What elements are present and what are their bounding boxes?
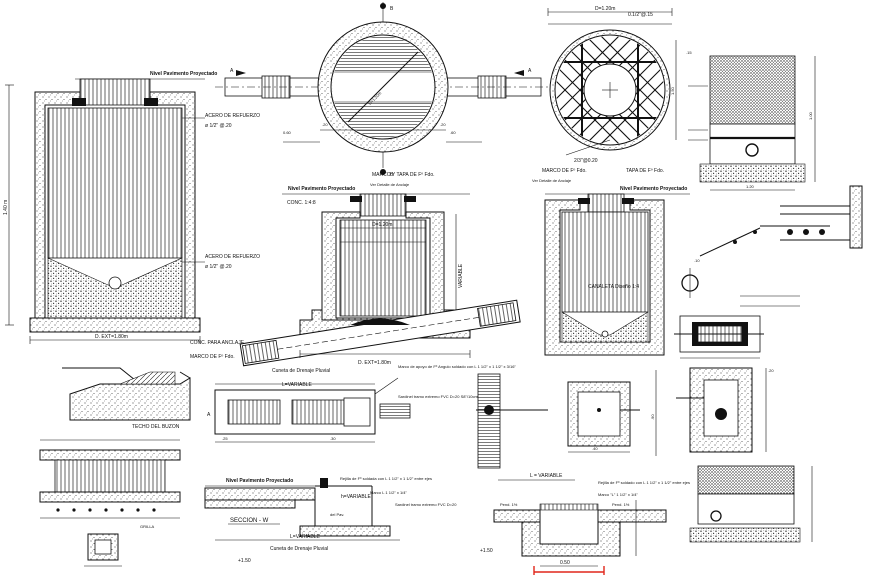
junction-height-dim: .90	[650, 414, 655, 420]
drain-section-w: Nivel Pavimento Proyectado Rejilla de Fº…	[204, 476, 457, 564]
marco-tapa-label: MARCO Y TAPA DE Fº Fdo.	[372, 172, 435, 178]
junction-plan: L = VARIABLE .90 .40	[476, 370, 657, 481]
nivel-label-bottom: Nivel Pavimento Proyectado	[226, 478, 293, 484]
acero-label-bottom: ACERO DE REFUERZO	[205, 254, 260, 260]
dim-60-left: 0.60	[283, 130, 292, 135]
height-left-dim: 1.40 m	[3, 200, 9, 215]
dim-20-left: .20	[322, 122, 328, 127]
dim-20-right: .20	[440, 122, 446, 127]
marco-right-label: MARCO DE Fº Fdo.	[542, 168, 587, 174]
anchor-details-right: .10	[674, 185, 863, 359]
section-mark-b-bottom: B	[390, 172, 394, 178]
marco-right2-label: Marco "L" 1 1/2" x 1/4"	[598, 492, 639, 497]
cuneta-title: Cuneta de Drenaje Pluvial	[272, 368, 330, 374]
conc-label: CONC. 1:4:8	[287, 200, 316, 206]
trench-width-dim: 1.20	[746, 184, 755, 189]
variable-height-dim: VARIABLE	[458, 263, 464, 288]
seccion-label: SECCION - W	[230, 518, 269, 524]
section-mark-a-left: A	[230, 68, 234, 74]
techo-label: TECHO DEL BUZON	[132, 424, 180, 430]
dim-25-plan: .25	[222, 436, 228, 441]
inner-diameter-dim: D=1.20m	[372, 222, 392, 228]
sardinel-label: Sardinel tramo extremo FVC D=20 S8"/10cm	[398, 394, 478, 399]
trench-top-dim: .15	[686, 50, 692, 55]
marco-apoyo-label: Marco de apoyo de Fº Angulo soldado con …	[398, 364, 516, 369]
drain-channel-plan: Cuneta de Drenaje Pluvial L=VARIABLE A .…	[207, 364, 516, 443]
anchor-dim: .10	[694, 258, 700, 263]
dim-bottom-label: 0.50	[560, 560, 570, 566]
trench-detail-upper: 1.00 1.20 .15	[686, 50, 816, 191]
ver-detalle-label: Ver Detalle de Anclaje	[370, 182, 410, 187]
grilla-label: GRILLA	[140, 524, 155, 529]
section-mark-b-top: B	[390, 6, 394, 12]
dim-30-plan: .30	[330, 436, 336, 441]
rejilla-right-label: Rejilla de Fº soldado con L 1 1/2" x 1 1…	[598, 480, 690, 485]
elev-left-label: +1.50	[238, 558, 251, 564]
nivel-label-mid: Nivel Pavimento Proyectado	[288, 186, 355, 192]
plan-rebar-top: 0.1/2"@.15	[628, 12, 653, 18]
grating-elevation: GRILLA	[39, 439, 181, 567]
lower-detail-dim: .20	[768, 368, 774, 373]
pend-right-label: Pend. 1%	[612, 502, 630, 507]
section-mark-a-right: A	[528, 68, 532, 74]
dim-60-right: .60	[450, 130, 456, 135]
l-variable-bottom: L=VARIABLE	[290, 534, 320, 540]
l-variable-right: L = VARIABLE	[530, 473, 563, 479]
ver-detalle-right: Ver Detalle de Anclaje	[532, 178, 572, 183]
cuneta-bottom-title: Cuneta de Drenaje Pluvial	[270, 546, 328, 552]
dext-left-dim: D. EXT=1.80m	[95, 334, 128, 340]
manhole-section-right: MARCO DE Fº Fdo. TAPA DE Fº Fdo. Ver Det…	[532, 168, 690, 356]
h-variable-label: h=VARIABLE	[341, 494, 371, 500]
rejilla-label: Rejilla de Fº soldada con L 1 1/2" x 1 1…	[340, 476, 432, 481]
acero-spec-bottom: ø 1/2" @.20	[205, 264, 232, 270]
trench-height-dim: 1.00	[808, 111, 813, 120]
marco-ff-label: MARCO DE Fº Fdo.	[190, 354, 235, 360]
del-pav-label: del Pav.	[330, 512, 344, 517]
channel-section-bottom: Rejilla de Fº soldado con L 1 1/2" x 1 1…	[480, 480, 690, 575]
marco-bottom-label: Marco L 1 1/2" x 1/4"	[370, 490, 408, 495]
pend-left-label: Pend. 1%	[500, 502, 518, 507]
canaleta-label: CANALETA Diseño 1:4	[588, 284, 639, 290]
elev-bottom-label: +1.50	[480, 548, 493, 554]
l-variable-label: L=VARIABLE	[282, 382, 312, 388]
junction-width-dim: .40	[592, 446, 598, 451]
nivel-label-right: Nivel Pavimento Proyectado	[620, 186, 687, 192]
manhole-section-left: 1.40 m Nivel Pavimento Proyectado ACERO …	[3, 71, 260, 344]
section-mark-a-plan: A	[207, 412, 211, 418]
tapa-right-label: TAPA DE Fº Fdo.	[626, 168, 664, 174]
conc-para-label: CONC. PARA ANCLAJE	[190, 340, 245, 346]
plan-top-dim: D=1.20m	[595, 6, 615, 12]
plan-rebar-bottom: 2/3"@0.20	[574, 158, 598, 164]
trench-detail-lower: .20	[676, 367, 813, 543]
nivel-label-main: Nivel Pavimento Proyectado	[150, 71, 217, 77]
manhole-plan-pipes: B B A A D=1.20m 0.60 .60 .20 .20	[215, 2, 550, 178]
slab-rebar-plan: D=1.20m 0.1/2"@.15	[547, 6, 677, 164]
dext-mid-dim: D. EXT=1.80m	[358, 360, 391, 366]
plan-side-dim: 1.50	[670, 86, 675, 95]
anchor-concrete-detail: CONC. PARA ANCLAJE MARCO DE Fº Fdo. TECH…	[62, 340, 245, 430]
manhole-section-center: Nivel Pavimento Proyectado MARCO Y TAPA …	[239, 172, 521, 367]
acero-label-top: ACERO DE REFUERZO	[205, 113, 260, 119]
acero-spec-top: ø 1/2" @.20	[205, 123, 232, 129]
sardinel-bottom-label: Sardinel tramo extremo FVC D=20	[395, 502, 457, 507]
